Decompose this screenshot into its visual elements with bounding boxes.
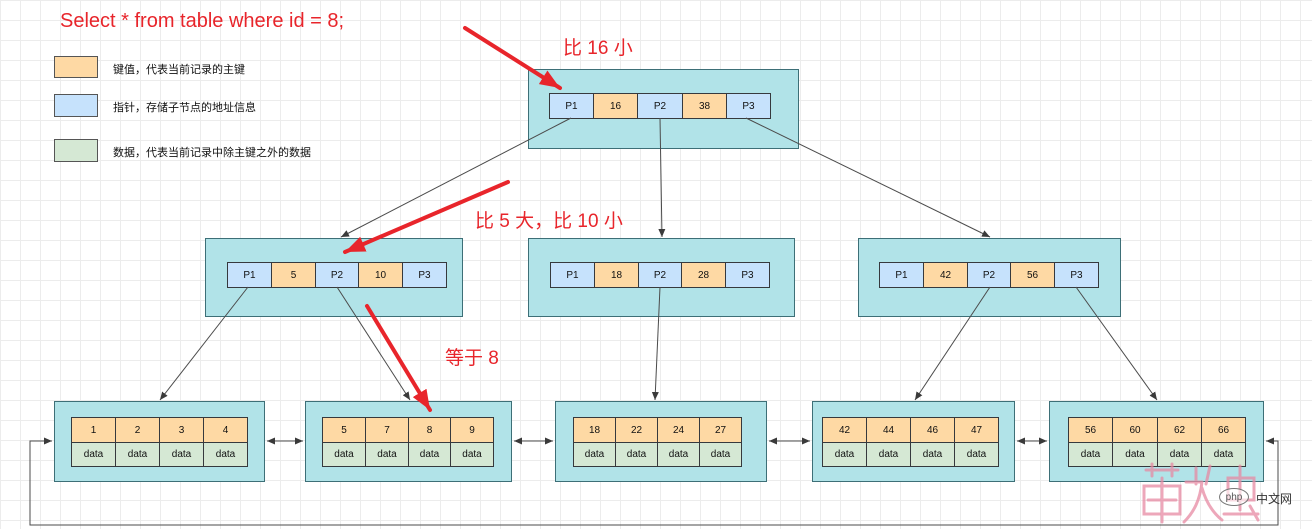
pointer-cell: P3 xyxy=(725,262,770,288)
key-cell: 28 xyxy=(681,262,726,288)
legend-pointer-label: 指针，存储子节点的地址信息 xyxy=(113,102,256,114)
pointer-cell: P2 xyxy=(638,262,682,288)
key-cell: 24 xyxy=(657,417,700,443)
data-cell: data xyxy=(408,442,451,467)
pointer-cell: P1 xyxy=(227,262,272,288)
data-cell: data xyxy=(1201,442,1246,467)
pointer-cell: P1 xyxy=(550,262,595,288)
data-cell: data xyxy=(203,442,248,467)
data-cell: data xyxy=(115,442,160,467)
key-cell: 7 xyxy=(365,417,409,443)
pointer-cell: P1 xyxy=(549,93,594,119)
data-cell: data xyxy=(822,442,867,467)
key-cell: 22 xyxy=(615,417,658,443)
data-cell: data xyxy=(1112,442,1158,467)
pointer-cell: P3 xyxy=(1054,262,1099,288)
key-cell: 56 xyxy=(1068,417,1113,443)
pointer-cell: P1 xyxy=(879,262,924,288)
key-cell: 27 xyxy=(699,417,742,443)
annotation-internal: 比 5 大，比 10 小 xyxy=(475,211,623,232)
legend-data-label: 数据，代表当前记录中除主键之外的数据 xyxy=(113,147,311,159)
key-cell: 10 xyxy=(358,262,403,288)
pointer-cell: P2 xyxy=(315,262,359,288)
key-cell: 18 xyxy=(594,262,639,288)
key-cell: 18 xyxy=(573,417,616,443)
data-cell: data xyxy=(615,442,658,467)
key-cell: 16 xyxy=(593,93,638,119)
key-cell: 42 xyxy=(822,417,867,443)
watermark-php-badge: php xyxy=(1219,488,1249,506)
data-cell: data xyxy=(1157,442,1202,467)
pointer-cell: P3 xyxy=(402,262,447,288)
key-cell: 38 xyxy=(682,93,727,119)
data-cell: data xyxy=(910,442,955,467)
data-cell: data xyxy=(573,442,616,467)
sql-query-title: Select * from table where id = 8; xyxy=(60,10,345,32)
key-cell: 46 xyxy=(910,417,955,443)
key-cell: 8 xyxy=(408,417,451,443)
key-cell: 5 xyxy=(271,262,316,288)
data-cell: data xyxy=(450,442,494,467)
data-cell: data xyxy=(657,442,700,467)
key-cell: 56 xyxy=(1010,262,1055,288)
key-cell: 66 xyxy=(1201,417,1246,443)
key-cell: 1 xyxy=(71,417,116,443)
legend-key-swatch xyxy=(54,56,98,78)
legend-key-label: 键值，代表当前记录的主键 xyxy=(113,64,245,76)
pointer-cell: P2 xyxy=(967,262,1011,288)
legend-pointer-swatch xyxy=(54,94,98,117)
pointer-cell: P3 xyxy=(726,93,771,119)
data-cell: data xyxy=(699,442,742,467)
annotation-root: 比 16 小 xyxy=(563,38,633,59)
annotation-leaf: 等于 8 xyxy=(445,348,499,369)
pointer-cell: P2 xyxy=(637,93,683,119)
data-cell: data xyxy=(1068,442,1113,467)
data-cell: data xyxy=(866,442,911,467)
data-cell: data xyxy=(159,442,204,467)
data-cell: data xyxy=(71,442,116,467)
data-cell: data xyxy=(954,442,999,467)
search-arrow xyxy=(365,304,432,412)
key-cell: 44 xyxy=(866,417,911,443)
key-cell: 9 xyxy=(450,417,494,443)
key-cell: 2 xyxy=(115,417,160,443)
key-cell: 5 xyxy=(322,417,366,443)
legend-data-swatch xyxy=(54,139,98,162)
key-cell: 42 xyxy=(923,262,968,288)
key-cell: 60 xyxy=(1112,417,1158,443)
key-cell: 47 xyxy=(954,417,999,443)
key-cell: 4 xyxy=(203,417,248,443)
data-cell: data xyxy=(322,442,366,467)
key-cell: 62 xyxy=(1157,417,1202,443)
data-cell: data xyxy=(365,442,409,467)
watermark-text: 中文网 xyxy=(1256,492,1293,506)
key-cell: 3 xyxy=(159,417,204,443)
